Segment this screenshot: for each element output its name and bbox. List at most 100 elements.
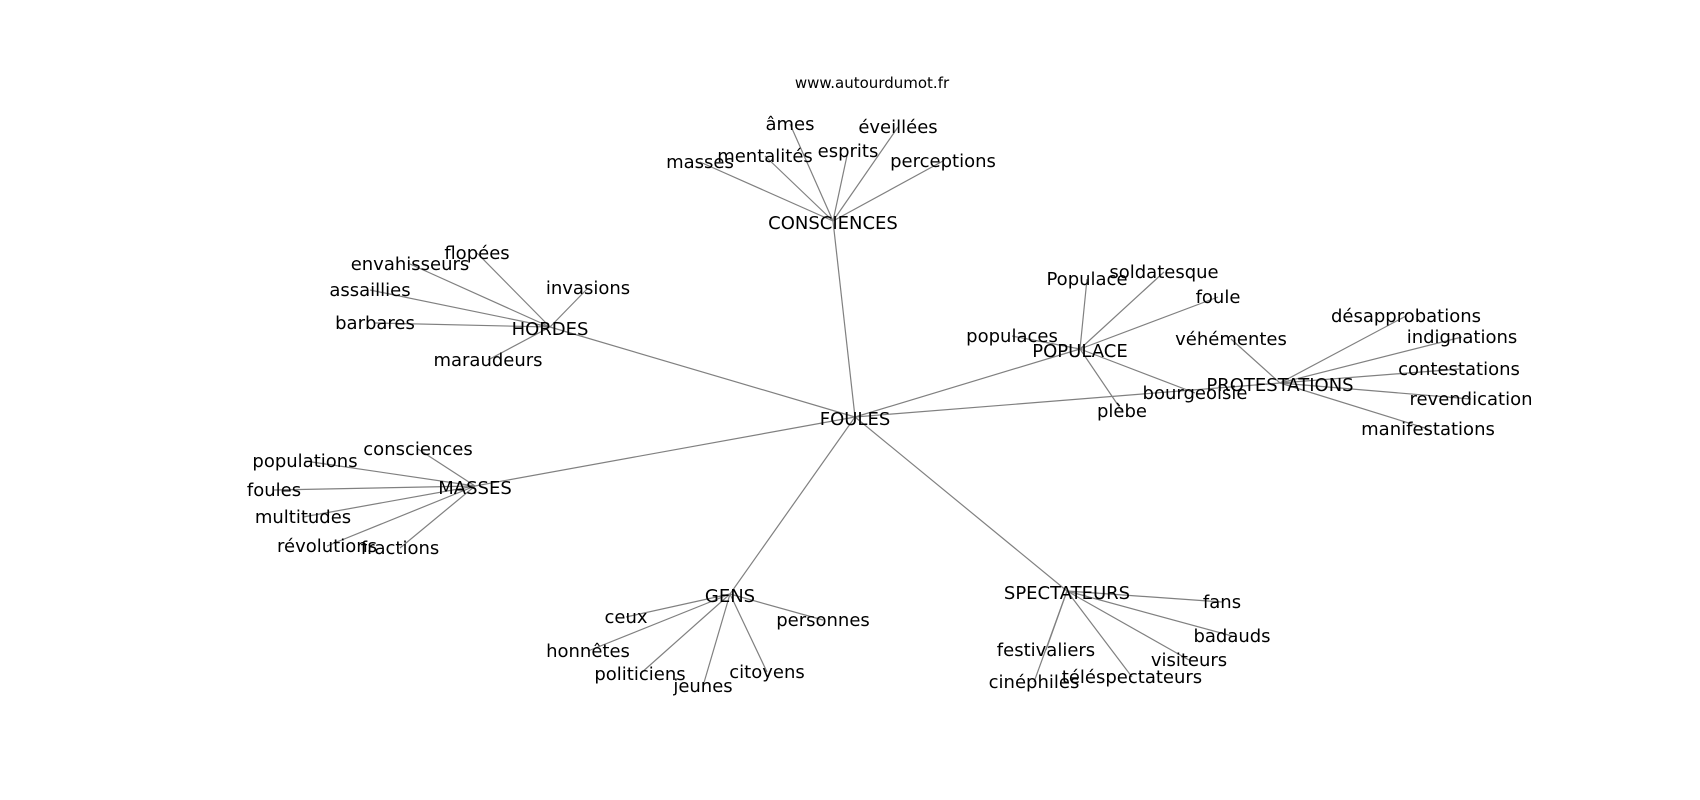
word-edge (625, 593, 731, 618)
word-edge (374, 322, 551, 328)
word-node-label: populaces (966, 326, 1058, 347)
word-edge (326, 485, 476, 547)
word-node-label: esprits (818, 141, 879, 162)
word-edge (1066, 590, 1133, 678)
word-node-label: Populace (1046, 269, 1127, 290)
word-node-label: manifestations (1361, 419, 1495, 440)
center-edge (474, 416, 856, 487)
word-edge (476, 252, 551, 328)
word-node-label: éveillées (858, 117, 937, 138)
hub-node-label: HORDES (512, 319, 589, 340)
word-edge (789, 123, 834, 222)
center-edge (854, 416, 1068, 592)
word-edge (1066, 590, 1233, 637)
word-edge (1066, 590, 1223, 603)
word-edge (1079, 271, 1165, 350)
word-edge (1079, 296, 1219, 350)
center-edge (549, 326, 856, 418)
word-node-label: invasions (546, 278, 630, 299)
word-edge (1279, 336, 1463, 384)
graph-edges (273, 123, 1472, 687)
word-edge (304, 460, 476, 487)
word-edge (639, 593, 731, 675)
word-node-label: soldatesque (1109, 262, 1218, 283)
word-edge (369, 289, 551, 328)
word-node-label: cinéphiles (989, 672, 1080, 693)
word-edge (1079, 348, 1123, 412)
word-node-label: jeunes (672, 676, 732, 697)
word-node-label: visiteurs (1151, 650, 1227, 671)
source-label: www.autourdumot.fr (795, 74, 950, 92)
word-node-label: maraudeurs (433, 350, 542, 371)
word-node-label: politiciens (594, 664, 685, 685)
word-edge (587, 593, 731, 652)
word-node-label: personnes (776, 610, 870, 631)
word-node-label: populations (252, 451, 357, 472)
hub-node-label: CONSCIENCES (768, 213, 898, 234)
word-edge (699, 161, 834, 222)
word-node-label: fans (1203, 592, 1241, 613)
word-node-label: indignations (1407, 327, 1518, 348)
word-node-label: révolutions (277, 536, 377, 557)
hub-node-label: SPECTATEURS (1004, 583, 1130, 604)
word-edge (1279, 382, 1472, 400)
word-node-label: citoyens (729, 662, 804, 683)
word-edge (302, 485, 476, 518)
word-edge (702, 593, 731, 687)
word-edge (273, 485, 476, 491)
center-edge (729, 416, 856, 595)
word-edge (409, 263, 551, 328)
word-node-label: ceux (604, 607, 647, 628)
word-node-label: désapprobations (1331, 306, 1481, 327)
word-edge (549, 287, 589, 328)
center-edge (854, 348, 1081, 418)
word-edge (1279, 382, 1429, 430)
word-edge (764, 155, 834, 222)
word-edge (1079, 278, 1088, 350)
word-node-label: bourgeoisie (1143, 383, 1248, 404)
word-edge (832, 126, 899, 222)
word-node-label: mentalités (717, 146, 813, 167)
word-node-label: perceptions (890, 151, 996, 172)
word-edge (729, 593, 824, 621)
word-node-label: masses (666, 152, 734, 173)
word-node-label: honnêtes (546, 641, 630, 662)
word-node-label: âmes (765, 114, 814, 135)
word-edge (832, 160, 944, 222)
word-node-label: foule (1196, 287, 1241, 308)
hub-node-label: GENS (705, 586, 755, 607)
hub-node-label: PROTESTATIONS (1206, 375, 1353, 396)
word-node-label: consciences (363, 439, 472, 460)
graph-labels: www.autourdumot.fr âmes éveillées mentalit… (247, 74, 1533, 697)
word-node-label: badauds (1193, 626, 1270, 647)
center-edge (854, 382, 1281, 418)
word-edge (399, 485, 476, 549)
word-node-label: téléspectateurs (1062, 667, 1202, 688)
word-edge (1079, 348, 1196, 394)
word-node-label: véhémentes (1175, 329, 1287, 350)
word-node-label: foules (247, 480, 301, 501)
word-edge (1279, 315, 1407, 384)
hub-node-label: POPULACE (1032, 341, 1127, 362)
word-edge (417, 448, 476, 487)
word-node-label: envahisseurs (351, 254, 470, 275)
word-node-label: barbares (335, 313, 415, 334)
word-edge (729, 593, 768, 673)
word-node-label: assaillies (329, 280, 410, 301)
center-edge (832, 220, 856, 418)
word-edge (832, 150, 849, 222)
word-node-label: fractions (361, 538, 440, 559)
word-edge (1011, 335, 1081, 350)
word-edge (1279, 368, 1460, 384)
word-node-label: flopées (444, 243, 509, 264)
word-edge (1033, 590, 1068, 683)
word-node-label: plèbe (1097, 401, 1147, 422)
word-node-label: contestations (1398, 359, 1520, 380)
center-node-label: FOULES (820, 409, 891, 430)
word-node-label: festivaliers (997, 640, 1095, 661)
hub-node-label: MASSES (438, 478, 512, 499)
word-node-label: revendication (1409, 389, 1532, 410)
word-edge (1066, 590, 1190, 661)
word-node-label: multitudes (255, 507, 351, 528)
